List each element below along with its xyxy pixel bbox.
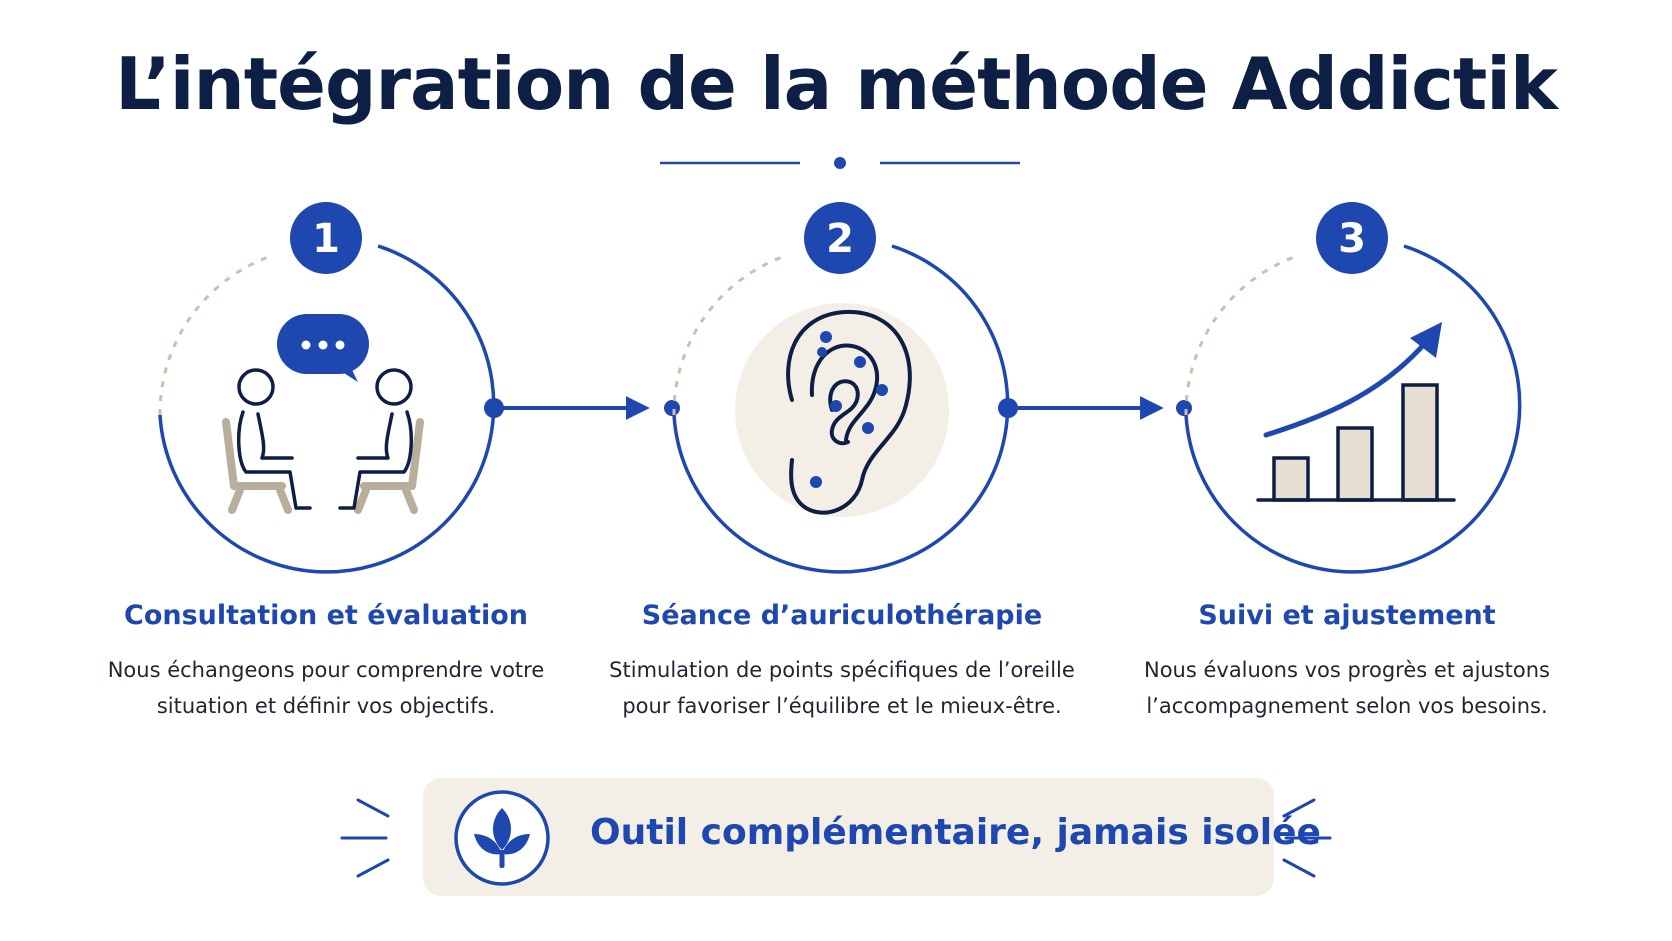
- growth-chart-icon: [1256, 322, 1456, 502]
- step-3-number: 3: [1338, 216, 1366, 262]
- step-2-number: 2: [826, 216, 854, 262]
- step-2: 2: [672, 202, 1010, 574]
- step-2-title: Séance d’auriculothérapie: [641, 600, 1043, 631]
- step-1-number: 1: [312, 216, 340, 262]
- step-1-title: Consultation et évaluation: [124, 600, 528, 631]
- title-divider: [660, 157, 1020, 169]
- step-1-description-line-2: situation et définir vos objectifs.: [156, 694, 496, 718]
- step-2-description: Stimulation de points spécifiques de l’o…: [582, 652, 1102, 724]
- step-3: 3: [1184, 202, 1522, 574]
- step-3-circle-arc: [1184, 244, 1522, 574]
- step-1-circle-arc: [158, 244, 496, 574]
- step-1-description: Nous échangeons pour comprendre votre si…: [66, 652, 586, 724]
- step-3-description: Nous évaluons vos progrès et ajustons l’…: [1087, 652, 1607, 724]
- leaf-icon: [454, 790, 550, 886]
- step-3-description-line-2: l’accompagnement selon vos besoins.: [1146, 694, 1548, 718]
- arrow-2-to-3: [998, 396, 1192, 420]
- step-1-number-badge: [290, 202, 362, 274]
- step-1: 1: [158, 202, 496, 574]
- step-3-number-badge: [1316, 202, 1388, 274]
- banner-text: Outil complémentaire, jamais isolée: [590, 812, 1321, 853]
- step-3-description-line-1: Nous évaluons vos progrès et ajustons: [1143, 658, 1550, 682]
- step-2-circle-arc: [672, 244, 1010, 574]
- arrow-1-to-2: [484, 396, 680, 420]
- step-2-description-line-1: Stimulation de points spécifiques de l’o…: [609, 658, 1075, 682]
- step-2-description-line-2: pour favoriser l’équilibre et le mieux-ê…: [622, 694, 1062, 718]
- conversation-icon: [222, 314, 424, 514]
- ear-background-disc: [735, 303, 949, 517]
- banner-rays-right: [1282, 798, 1332, 878]
- step-1-description-line-1: Nous échangeons pour comprendre votre: [107, 658, 545, 682]
- step-3-dashed-arc: [1184, 253, 1301, 416]
- page-title: L’intégration de la méthode Addictik: [115, 42, 1558, 126]
- ear-points: [810, 331, 888, 488]
- complementary-tool-banner: [423, 778, 1274, 896]
- ear-icon: [786, 309, 912, 515]
- step-1-dashed-arc: [158, 253, 275, 416]
- step-2-number-badge: [804, 202, 876, 274]
- banner-rays-left: [340, 798, 390, 878]
- step-3-title: Suivi et ajustement: [1198, 600, 1496, 631]
